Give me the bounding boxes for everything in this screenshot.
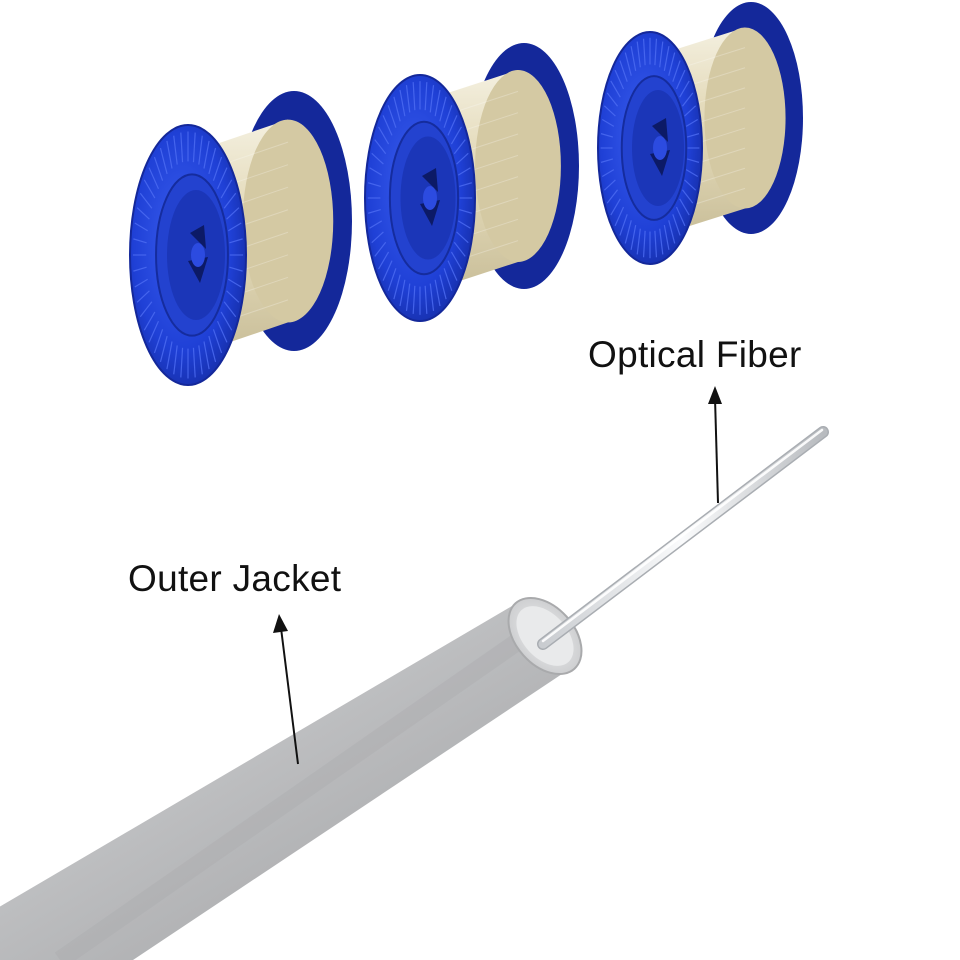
spool-2	[364, 43, 579, 322]
arrow-to-fiber	[708, 386, 722, 504]
optical-fiber-label: Optical Fiber	[588, 334, 802, 375]
outer-jacket-label: Outer Jacket	[128, 558, 342, 599]
spool-3	[597, 2, 803, 265]
outer-jacket-cable	[0, 596, 583, 960]
arrow-to-jacket	[273, 614, 299, 765]
spool-1	[129, 91, 352, 386]
optical-fiber-strand	[537, 426, 829, 650]
